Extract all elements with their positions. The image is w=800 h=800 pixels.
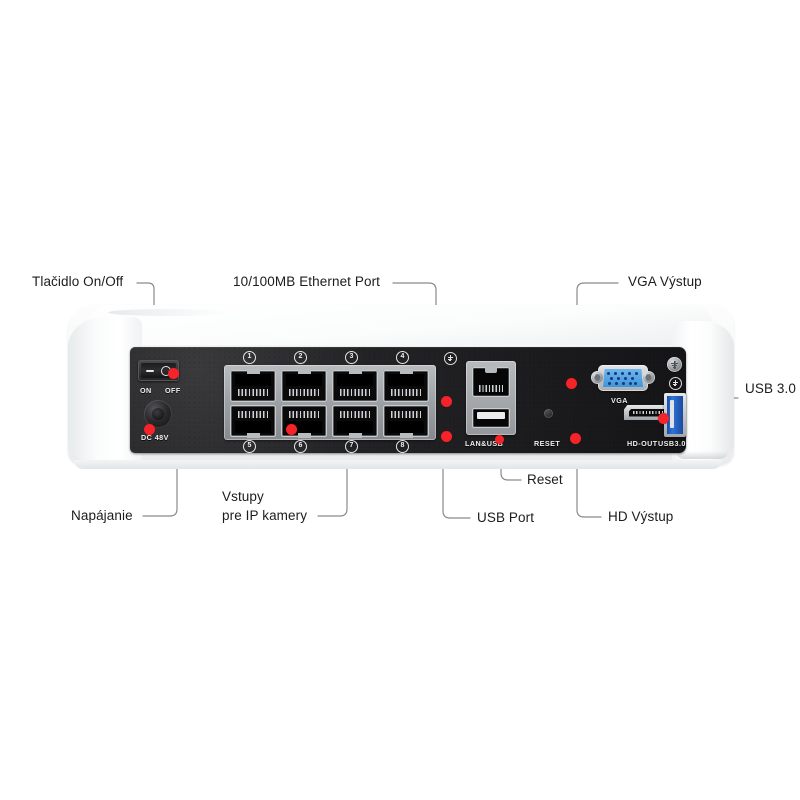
silk-vga: VGA: [611, 396, 628, 405]
marker-rocker-switch: [168, 368, 179, 379]
chassis-left-column: [68, 317, 142, 465]
callout-label-usb3: USB 3.0: [745, 381, 796, 396]
rj45-bank: [224, 365, 436, 440]
rj45-number-8: 8: [396, 440, 409, 453]
rj45-port-1[interactable]: [230, 369, 276, 402]
silk-usb3: USB3.0: [658, 439, 686, 448]
rj45-number-2: 2: [294, 351, 307, 364]
lan-rj45-port[interactable]: [472, 366, 510, 397]
silk-dc: DC 48V: [141, 433, 169, 442]
rj45-number-6: 6: [294, 440, 307, 453]
rj45-number-4: 4: [396, 351, 409, 364]
callout-label-hd-out: HD Výstup: [608, 509, 674, 524]
callout-label-camera-inputs: Vstupy pre IP kamery: [222, 489, 307, 524]
rj45-port-3[interactable]: [332, 369, 378, 402]
callout-label-camera-inputs-line1: Vstupy: [222, 489, 264, 504]
vga-screw-post-right: [642, 371, 655, 384]
ground-symbol-icon-right: [669, 377, 682, 390]
callout-label-power-in: Napájanie: [71, 508, 133, 523]
callout-label-ethernet: 10/100MB Ethernet Port: [233, 274, 381, 289]
rj45-port-8[interactable]: [383, 405, 429, 438]
marker-reset: [495, 435, 504, 444]
reset-button[interactable]: [544, 409, 553, 418]
ground-symbol-icon-left: [444, 352, 457, 365]
usb3-port[interactable]: [664, 393, 686, 437]
chassis-base: [74, 460, 722, 469]
rj45-port-7[interactable]: [332, 405, 378, 438]
rj45-number-3: 3: [345, 351, 358, 364]
rear-panel: ON OFF DC 48V: [130, 347, 686, 453]
nvr-device: ON OFF DC 48V: [68, 305, 734, 469]
lan-usb-module[interactable]: [466, 361, 516, 435]
silk-lan-usb: LAN&USB: [465, 439, 504, 448]
silk-hd-out: HD-OUT: [627, 439, 658, 448]
silk-off: OFF: [165, 386, 181, 395]
rj45-number-7: 7: [345, 440, 358, 453]
vga-port[interactable]: [591, 365, 655, 391]
rj45-number-1: 1: [243, 351, 256, 364]
rj45-number-5: 5: [243, 440, 256, 453]
dc-jack[interactable]: [144, 400, 172, 428]
callout-label-camera-inputs-line2: pre IP kamery: [222, 508, 308, 523]
callout-label-reset: Reset: [527, 472, 563, 487]
rj45-port-2[interactable]: [281, 369, 327, 402]
switch-on-symbol-icon: [146, 369, 154, 372]
callout-label-power-switch: Tlačidlo On/Off: [32, 274, 124, 289]
vga-pins-icon: [603, 369, 643, 387]
usb-a-port[interactable]: [472, 408, 510, 428]
silk-reset: RESET: [534, 439, 561, 448]
marker-usb3: [658, 413, 669, 424]
rj45-port-5[interactable]: [230, 405, 276, 438]
chassis-top-face: [90, 305, 712, 345]
rj45-port-4[interactable]: [383, 369, 429, 402]
callout-label-usb-port: USB Port: [477, 510, 535, 525]
marker-vga: [566, 378, 577, 389]
callout-label-vga: VGA Výstup: [628, 274, 702, 289]
marker-lan-rj45: [441, 396, 452, 407]
vga-screw-post-left: [591, 371, 604, 384]
marker-usb-a: [441, 431, 452, 442]
marker-hdmi: [570, 433, 581, 444]
silk-on: ON: [140, 386, 152, 395]
ground-screw-icon: [667, 357, 682, 372]
marker-rj45-port-8: [286, 424, 297, 435]
marker-dc-jack: [144, 424, 155, 435]
